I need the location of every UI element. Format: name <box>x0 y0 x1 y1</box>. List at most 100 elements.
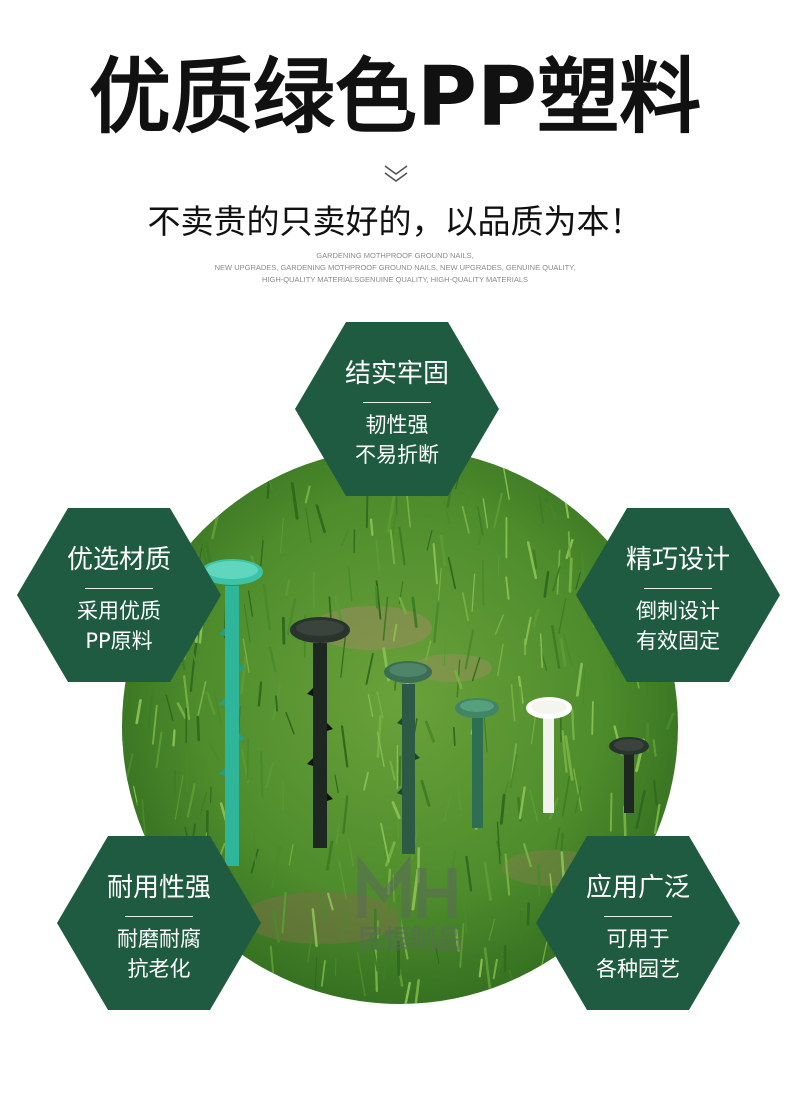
feature-line: 有效固定 <box>636 629 720 653</box>
grass-blade <box>559 638 567 667</box>
grass-blade <box>172 729 176 747</box>
brand-logo <box>357 854 457 918</box>
grass-blade <box>315 504 326 534</box>
grass-blade <box>581 555 585 582</box>
grass-blade <box>425 640 432 661</box>
grass-blade <box>459 923 465 968</box>
grass-blade <box>567 531 571 558</box>
grass-blade <box>404 981 411 1004</box>
grass-blade <box>454 669 463 690</box>
grass-blade <box>464 489 469 513</box>
grass-blade <box>380 822 390 863</box>
grass-blade <box>461 592 469 622</box>
grass-blade <box>348 839 355 867</box>
grass-blade <box>437 567 442 601</box>
grass-blade <box>340 725 349 768</box>
grass-blade <box>311 908 318 947</box>
grass-blade <box>147 688 154 729</box>
hexagon-shape <box>17 508 221 682</box>
grass-blade <box>482 498 489 529</box>
grass-blade <box>492 958 498 980</box>
grass-blade <box>268 646 277 673</box>
feature-card-material: 优选材质 采用优质 PP原料 <box>17 508 221 682</box>
feature-description: 倒刺设计 有效固定 <box>576 596 780 656</box>
grass-blade <box>674 464 676 505</box>
grass-blade <box>545 473 549 503</box>
grass-blade <box>288 844 294 866</box>
grass-blade <box>483 861 492 902</box>
grass-blade <box>215 463 222 505</box>
grass-blade <box>482 559 485 606</box>
grass-blade <box>186 783 196 818</box>
grass-blade <box>285 711 295 735</box>
grass-blade <box>279 517 284 553</box>
brand-watermark-text: 民恒制品 <box>358 925 462 955</box>
grass-blade <box>550 504 557 521</box>
grass-blade <box>208 456 219 498</box>
grass-blade <box>178 475 186 498</box>
grass-blade <box>531 608 540 628</box>
feature-line: 可用于 <box>606 927 670 951</box>
grass-blade <box>561 730 568 773</box>
feature-title: 应用广泛 <box>585 873 690 903</box>
grass-blade <box>382 596 389 641</box>
grass-blade <box>397 815 400 839</box>
nail-black-large <box>290 617 350 848</box>
grass-blade <box>494 614 505 635</box>
grass-blade <box>426 530 433 551</box>
grass-blade <box>443 794 452 823</box>
divider <box>644 588 712 589</box>
grass-blade <box>220 474 227 490</box>
grass-blade <box>305 507 312 544</box>
grass-blade <box>285 579 291 597</box>
nail-white <box>526 697 572 813</box>
grass-blade <box>213 689 223 727</box>
grass-blade <box>523 843 532 868</box>
grass-blade <box>518 786 526 820</box>
grass-blade <box>307 935 313 963</box>
feature-title: 耐用性强 <box>106 873 211 903</box>
hexagon-shape <box>295 322 499 496</box>
divider <box>604 916 672 917</box>
grass-blade <box>392 623 398 642</box>
grass-blade <box>532 549 538 569</box>
grass-blade <box>575 572 581 590</box>
grass-blade <box>272 910 280 943</box>
grass-blade <box>524 616 532 646</box>
grass-blade <box>211 516 219 540</box>
grass-blade <box>497 950 504 973</box>
grass-blade <box>510 684 516 722</box>
grass-blade <box>191 454 197 495</box>
grass-blade <box>561 776 571 817</box>
grass-blade <box>550 624 561 670</box>
english-caption-line-2: NEW UPGRADES, GARDENING MOTHPROOF GROUND… <box>214 263 576 272</box>
grass-blade <box>645 463 652 491</box>
grass-blade <box>243 603 251 643</box>
grass-blade <box>195 457 203 496</box>
grass-blade <box>257 681 263 707</box>
grass-blade <box>204 462 209 493</box>
grass-blade <box>340 634 347 678</box>
grass-blade <box>340 528 350 546</box>
grass-blade <box>209 786 212 803</box>
hexagon-shape <box>57 836 261 1010</box>
grass-blade <box>213 449 225 491</box>
grass-blade <box>389 761 396 781</box>
grass-blade <box>575 662 583 697</box>
grass-blade <box>670 470 676 494</box>
grass-blade <box>151 704 158 745</box>
grass-blade <box>204 476 207 507</box>
grass-blade <box>558 598 567 634</box>
grass-blade <box>609 792 613 832</box>
divider <box>85 588 153 589</box>
grass-blade <box>286 598 297 636</box>
grass-blade <box>155 731 163 769</box>
grass-blade <box>270 845 282 889</box>
grass-blade <box>538 495 544 524</box>
grass-blade <box>454 928 460 952</box>
grass-blade <box>471 657 481 682</box>
grass-blade <box>432 543 439 585</box>
grass-blade <box>518 686 523 712</box>
grass-blade <box>496 821 501 865</box>
grass-blade <box>375 539 381 571</box>
